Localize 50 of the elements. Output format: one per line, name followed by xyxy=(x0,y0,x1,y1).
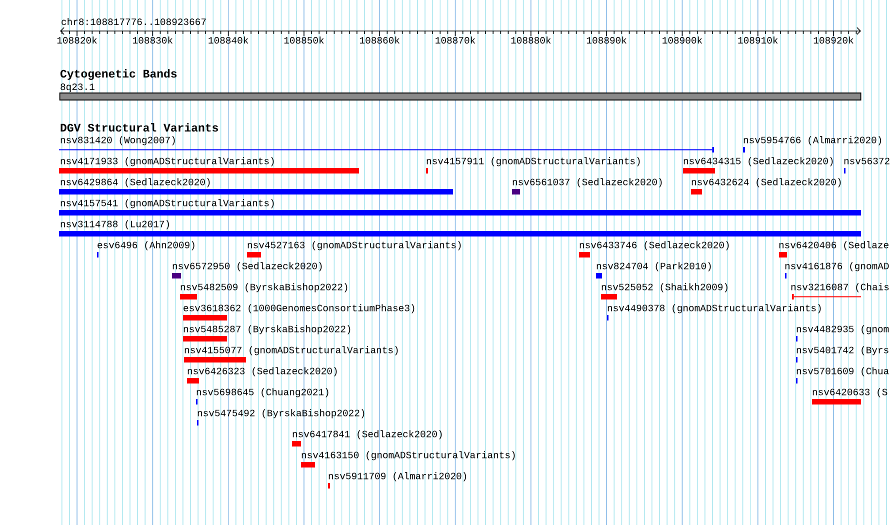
variant-label: nsv5485287 (ByrskaBishop2022) xyxy=(184,325,350,334)
variant-label: nsv6420406 (Sedlaze xyxy=(779,241,888,250)
variant-label: nsv4171933 (gnomADStructuralVariants) xyxy=(60,157,274,166)
variant-label: nsv6434315 (Sedlazeck2020) xyxy=(684,157,833,166)
variant-label: nsv831420 (Wong2007) xyxy=(60,136,175,146)
band-label: 8q23.1 xyxy=(60,84,94,92)
variant-label: nsv5482509 (ByrskaBishop2022) xyxy=(180,283,348,292)
tick-label: 108850k xyxy=(284,36,324,44)
track-heading: Cytogenetic Bands xyxy=(60,69,177,80)
variant-label: nsv4482935 (gnom xyxy=(796,325,889,334)
variant-label: nsv5954766 (Almarri2020) xyxy=(744,136,882,146)
tick-label: 108820k xyxy=(57,36,97,44)
variant-label: nsv5475492 (ByrskaBishop2022) xyxy=(198,409,364,418)
tick-label: 108870k xyxy=(436,36,476,44)
variant-label: nsv5701609 (Chua xyxy=(796,367,889,376)
variant-label: nsv4157911 (gnomADStructuralVariants) xyxy=(426,157,640,166)
variant-label: esv6496 (Ahn2009) xyxy=(98,241,194,250)
variant-label: nsv56372 xyxy=(844,158,890,164)
variant-label: nsv6572950 (Sedlazeck2020) xyxy=(172,262,322,272)
variant-label: nsv6561037 (Sedlazeck2020) xyxy=(512,178,662,188)
variant-label: nsv5698645 (Chuang2021) xyxy=(196,388,328,398)
variant-label: nsv4161876 (gnomAD xyxy=(785,262,889,272)
variant-label: nsv3114788 (Lu2017) xyxy=(60,220,169,230)
variant-label: nsv6417841 (Sedlazeck2020) xyxy=(292,430,442,440)
tick-label: 108830k xyxy=(133,36,173,44)
variant-label: nsv4155077 (gnomADStructuralVariants) xyxy=(184,346,398,356)
variant-label: nsv4490378 (gnomADStructuralVariants) xyxy=(608,304,821,314)
tick-label: 108920k xyxy=(814,36,854,44)
variant-label: nsv5911709 (Almarri2020) xyxy=(328,472,466,482)
variant-label: nsv6420633 (S xyxy=(812,388,888,398)
variant-label: esv3618362 (1000GenomesConsortiumPhase3) xyxy=(184,304,414,314)
variant-label: nsv824704 (Park2010) xyxy=(596,262,711,272)
tick-label: 108890k xyxy=(586,36,626,44)
tick-label: 108880k xyxy=(511,36,551,44)
variant-label: nsv4527163 (gnomADStructuralVariants) xyxy=(248,241,461,250)
variant-label: nsv6433746 (Sedlazeck2020) xyxy=(580,241,729,250)
variant-label: nsv4157541 (gnomADStructuralVariants) xyxy=(60,199,274,208)
variant-label: nsv5401742 (Byrs xyxy=(796,346,888,356)
track-heading: DGV Structural Variants xyxy=(60,123,218,132)
variant-label: nsv6429864 (Sedlazeck2020) xyxy=(60,178,210,188)
variant-label: nsv6426323 (Sedlazeck2020) xyxy=(188,367,337,376)
variant-label: nsv6432624 (Sedlazeck2020) xyxy=(692,178,841,188)
tick-label: 108910k xyxy=(738,36,778,44)
variant-label: nsv525052 (Shaikh2009) xyxy=(602,283,728,292)
tick-label: 108840k xyxy=(208,36,248,44)
variant-label: nsv3216087 (Chais xyxy=(791,283,889,292)
tick-label: 108860k xyxy=(360,36,400,44)
variant-label: nsv4163150 (gnomADStructuralVariants) xyxy=(302,451,515,460)
tick-label: 108900k xyxy=(662,36,702,44)
coordinate-range-label: chr8:108817776..108923667 xyxy=(62,18,206,26)
